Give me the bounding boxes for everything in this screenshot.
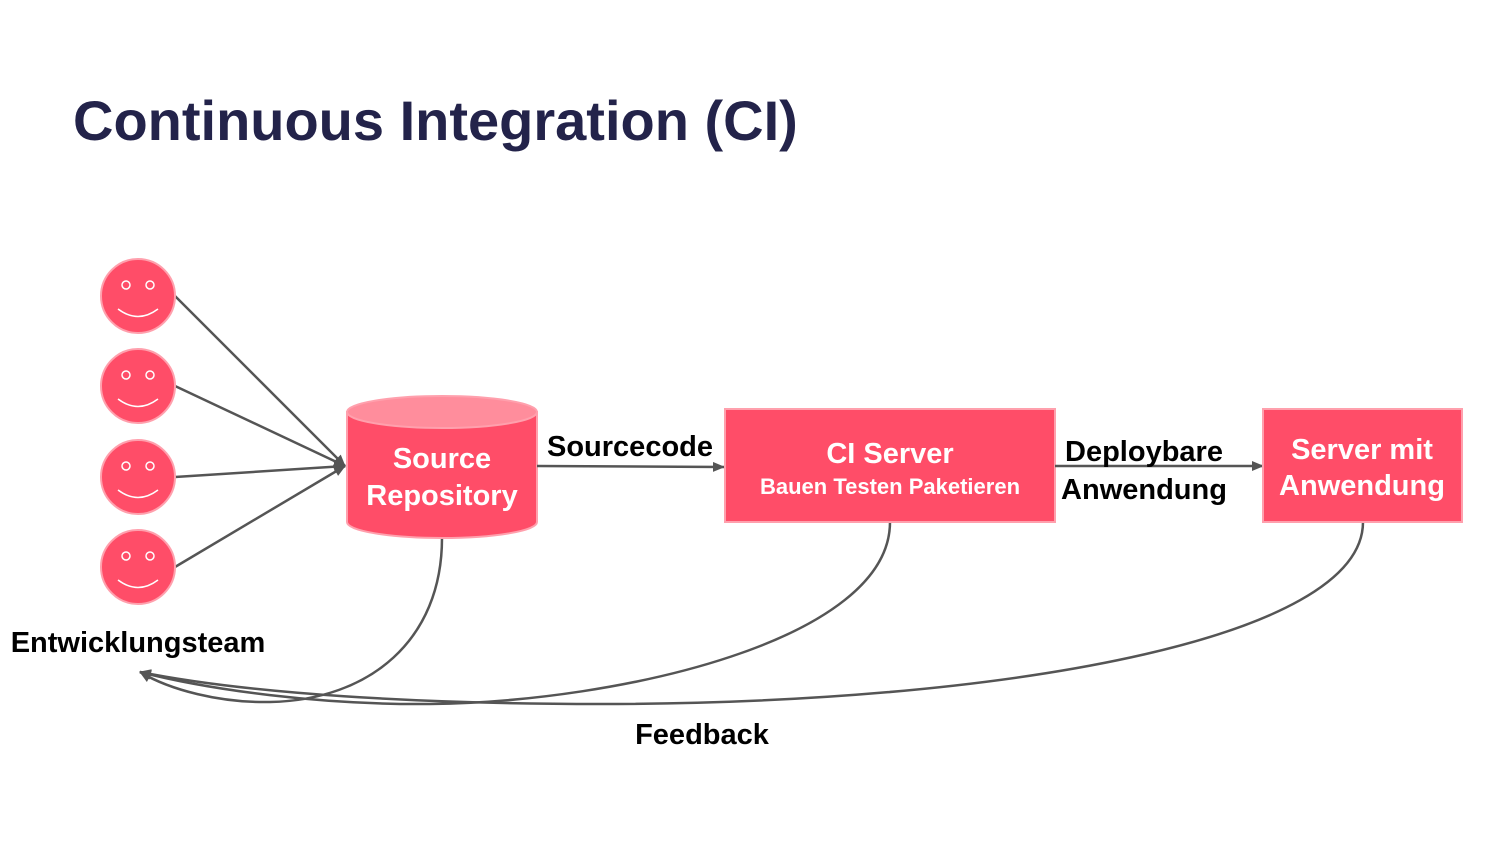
arrow-member-2 <box>174 384 346 468</box>
smiley-face-icon <box>100 529 176 605</box>
repository-label-line1: Source <box>393 443 491 475</box>
cylinder-top <box>346 395 538 429</box>
deploy-label-line1: Deploybare <box>1065 436 1223 468</box>
feedback-curve-repository <box>139 537 444 704</box>
team-label: Entwicklungsteam <box>11 627 266 659</box>
smiley-face-icon <box>100 439 176 515</box>
arrow-member-4 <box>174 464 346 569</box>
app-server-node: Server mit Anwendung <box>1262 408 1463 523</box>
cylinder-body <box>346 411 538 539</box>
ci-server-title: CI Server <box>826 438 953 470</box>
ci-server-node: CI Server Bauen Testen Paketieren <box>724 408 1056 523</box>
ci-server-subtitle: Bauen Testen Paketieren <box>760 474 1020 499</box>
source-repository-node: Source Repository <box>346 395 538 539</box>
app-server-box <box>1262 408 1463 523</box>
smiley-face-icon <box>100 348 176 424</box>
feedback-curve-app-server <box>139 521 1365 706</box>
page-title: Continuous Integration (CI) <box>73 89 798 152</box>
team-members <box>100 258 176 605</box>
feedback-label: Feedback <box>635 719 770 751</box>
team-to-repository-arrows <box>174 295 346 569</box>
repository-label-line2: Repository <box>366 480 517 512</box>
ci-server-box <box>724 408 1056 523</box>
sourcecode-label: Sourcecode <box>547 431 713 463</box>
app-server-line2: Anwendung <box>1279 470 1445 502</box>
arrow-member-1 <box>174 295 346 467</box>
deploy-label-line2: Anwendung <box>1061 474 1227 506</box>
arrow-member-3 <box>174 461 346 479</box>
arrow-repository-to-ci <box>536 461 725 472</box>
smiley-face-icon <box>100 258 176 334</box>
app-server-line1: Server mit <box>1291 434 1433 466</box>
feedback-arrows <box>139 521 1365 706</box>
feedback-curve-ci-server <box>139 521 892 706</box>
